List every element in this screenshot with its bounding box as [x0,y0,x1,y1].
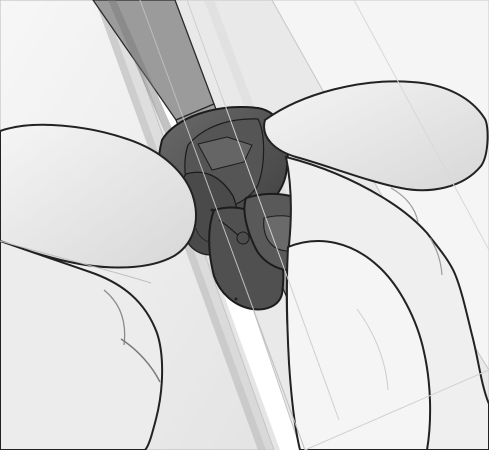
illustration-canvas [0,0,489,450]
technical-illustration [0,0,489,450]
